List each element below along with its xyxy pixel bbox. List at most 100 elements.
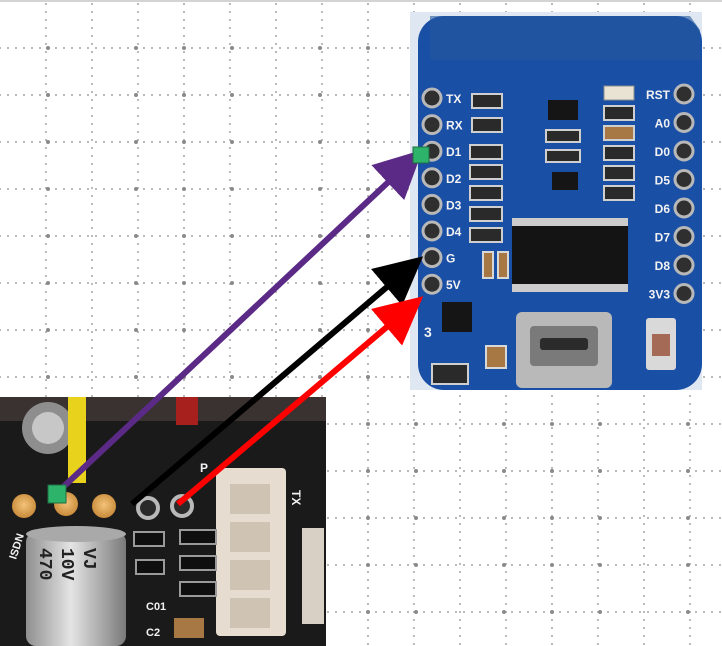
grid-dot xyxy=(321,35,323,37)
grid-dot xyxy=(134,234,138,238)
grid-dot xyxy=(505,435,507,437)
grid-dot xyxy=(335,517,337,519)
grid-dot xyxy=(91,323,93,325)
grid-dot xyxy=(45,243,47,245)
grid-dot xyxy=(643,499,645,501)
grid-dot xyxy=(719,564,721,566)
grid-dot xyxy=(137,19,139,21)
grid-dot xyxy=(91,59,93,61)
grid-dot xyxy=(607,517,609,519)
grid-dot xyxy=(321,139,323,141)
grid-dot xyxy=(287,94,289,96)
grid-dot xyxy=(199,47,201,49)
grid-dot xyxy=(223,376,225,378)
grid-dot xyxy=(279,235,281,237)
ground-wire[interactable] xyxy=(130,256,424,507)
grid-dot xyxy=(367,539,369,541)
grid-dot xyxy=(45,75,47,77)
grid-dot xyxy=(703,470,705,472)
grid-dot xyxy=(143,188,145,190)
connection-marker-esp[interactable] xyxy=(412,146,430,164)
grid-dot xyxy=(551,427,553,429)
grid-dot xyxy=(63,329,65,331)
grid-dot xyxy=(407,329,409,331)
grid-dot xyxy=(183,147,185,149)
connection-marker-sensor[interactable] xyxy=(47,484,67,504)
grid-dot xyxy=(295,376,297,378)
grid-dot xyxy=(505,523,507,525)
grid-dot xyxy=(275,323,277,325)
grid-dot xyxy=(229,211,231,213)
grid-dot xyxy=(367,571,369,573)
power-wire[interactable] xyxy=(176,296,424,507)
grid-dot xyxy=(134,328,138,332)
grid-dot xyxy=(91,139,93,141)
grid-dot xyxy=(137,339,139,341)
grid-dot xyxy=(543,423,545,425)
grid-dot xyxy=(343,423,345,425)
grid-dot xyxy=(39,376,41,378)
grid-dot xyxy=(239,47,241,49)
grid-dot xyxy=(321,355,323,357)
grid-dot xyxy=(183,179,185,181)
grid-dot xyxy=(505,587,507,589)
grid-dot xyxy=(279,188,281,190)
esp-pin-label-d0: D0 xyxy=(655,145,671,159)
grid-dot xyxy=(321,51,323,53)
grid-dot xyxy=(471,470,473,472)
grid-dot xyxy=(413,595,415,597)
grid-dot xyxy=(367,443,369,445)
signal-wire[interactable] xyxy=(57,149,423,493)
grid-dot xyxy=(351,141,353,143)
grid-dot xyxy=(551,411,553,413)
grid-dot xyxy=(455,611,457,613)
grid-dot xyxy=(343,376,345,378)
grid-dot xyxy=(134,93,138,97)
grid-dot xyxy=(407,376,409,378)
grid-dot xyxy=(689,483,691,485)
grid-dot xyxy=(91,379,93,381)
grid-dot xyxy=(375,235,377,237)
grid-dot xyxy=(551,539,553,541)
grid-dot xyxy=(519,423,521,425)
grid-dot xyxy=(487,423,489,425)
grid-dot xyxy=(505,451,507,453)
grid-dot xyxy=(287,141,289,143)
grid-dot xyxy=(71,47,73,49)
grid-dot xyxy=(247,329,249,331)
grid-dot xyxy=(367,323,369,325)
grid-dot xyxy=(689,515,691,517)
grid-dot xyxy=(455,470,457,472)
grid-dot xyxy=(679,611,681,613)
grid-dot xyxy=(471,423,473,425)
grid-dot xyxy=(423,564,425,566)
grid-dot xyxy=(275,11,277,13)
grid-dot xyxy=(91,115,93,117)
grid-dot xyxy=(279,94,281,96)
grid-dot xyxy=(505,571,507,573)
grid-dot xyxy=(275,67,277,69)
grid-dot xyxy=(7,94,9,96)
grid-dot xyxy=(413,579,415,581)
grid-dot xyxy=(275,267,277,269)
grid-dot xyxy=(127,282,129,284)
grid-dot xyxy=(318,281,322,285)
grid-dot xyxy=(279,141,281,143)
grid-dot xyxy=(275,355,277,357)
grid-dot xyxy=(711,376,713,378)
grid-dot xyxy=(686,469,690,473)
grid-dot xyxy=(439,517,441,519)
grid-dot xyxy=(137,227,139,229)
grid-dot xyxy=(0,329,1,331)
grid-dot xyxy=(321,331,323,333)
grid-dot xyxy=(199,141,201,143)
grid-dot xyxy=(15,94,17,96)
grid-dot xyxy=(167,47,169,49)
smd-cap xyxy=(174,618,204,638)
grid-dot xyxy=(607,564,609,566)
grid-dot xyxy=(159,188,161,190)
grid-dot xyxy=(335,47,337,49)
grid-dot xyxy=(279,329,281,331)
grid-dot xyxy=(383,611,385,613)
grid-dot xyxy=(463,517,465,519)
